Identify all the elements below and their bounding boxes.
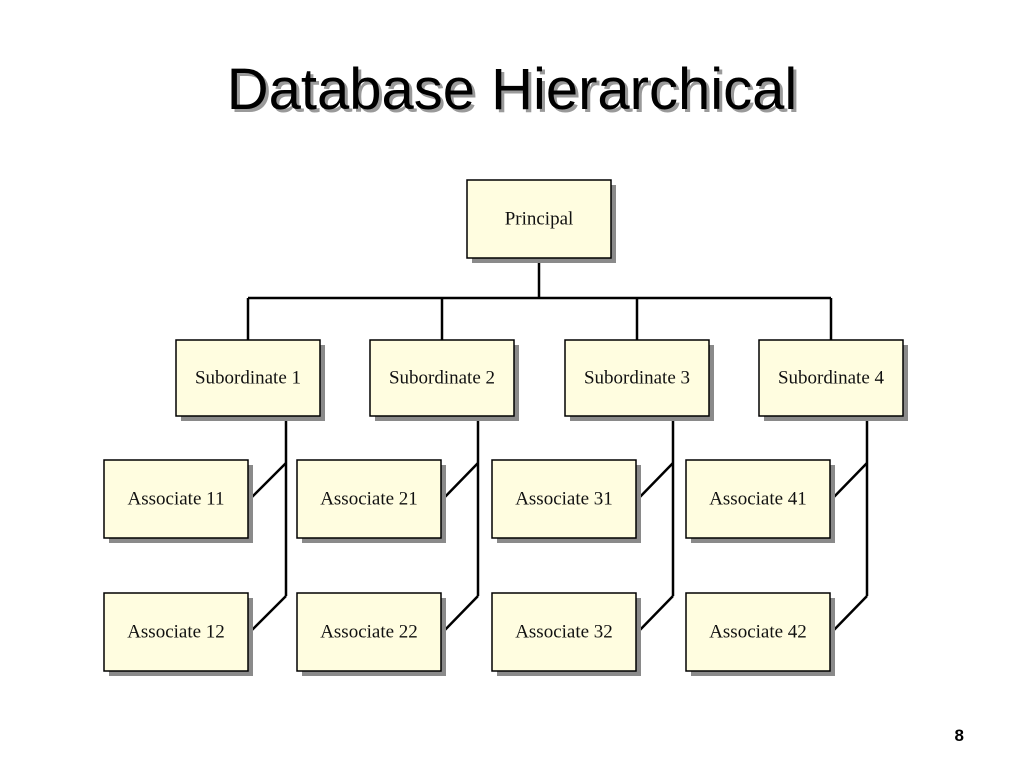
associate-node-12-label: Associate 12 <box>127 622 225 643</box>
branch-line-2-2 <box>440 595 479 635</box>
principal-node: Principal <box>466 179 616 263</box>
associate-node-41-label: Associate 41 <box>709 489 807 510</box>
associate-node-11: Associate 11 <box>103 459 253 543</box>
branch-line-4-1 <box>829 462 868 502</box>
associate-node-42-label: Associate 42 <box>709 622 807 643</box>
associate-node-22-box <box>296 592 442 672</box>
slide-title: Database Hierarchical <box>226 57 798 122</box>
branch-line-3-1 <box>635 462 674 502</box>
associate-node-12: Associate 12 <box>103 592 253 676</box>
subordinate-node-1-label: Subordinate 1 <box>195 368 301 389</box>
diagram-nodes: Associate 11 Associate 12 Subordinate 1 Ass… <box>103 179 908 676</box>
associate-node-41: Associate 41 <box>685 459 835 543</box>
associate-node-31-box <box>491 459 637 539</box>
subordinate-node-2-label: Subordinate 2 <box>389 368 495 389</box>
subordinate-node-2: Subordinate 2 <box>369 339 519 421</box>
associate-node-22-label: Associate 22 <box>320 622 418 643</box>
associate-node-21-box <box>296 459 442 539</box>
branch-line-3-2 <box>635 595 674 635</box>
subordinate-node-2-box <box>369 339 515 417</box>
subordinate-node-1-box <box>175 339 321 417</box>
connector-lines <box>246 258 869 635</box>
associate-node-22: Associate 22 <box>296 592 446 676</box>
principal-node-box <box>466 179 612 259</box>
subordinate-node-3: Subordinate 3 <box>564 339 714 421</box>
branch-line-1-2 <box>247 595 287 635</box>
associate-node-11-label: Associate 11 <box>128 489 225 510</box>
associate-node-12-box <box>103 592 249 672</box>
associate-node-21: Associate 21 <box>296 459 446 543</box>
associate-node-32-box <box>491 592 637 672</box>
subordinate-node-4-box <box>758 339 904 417</box>
subordinate-node-4-label: Subordinate 4 <box>778 368 885 389</box>
branch-line-2-1 <box>440 462 479 502</box>
associate-node-11-box <box>103 459 249 539</box>
subordinate-node-3-label: Subordinate 3 <box>584 368 690 389</box>
associate-node-42-box <box>685 592 831 672</box>
subordinate-node-3-box <box>564 339 710 417</box>
principal-node-label: Principal <box>505 209 574 230</box>
associate-node-42: Associate 42 <box>685 592 835 676</box>
subordinate-node-4: Subordinate 4 <box>758 339 908 421</box>
associate-node-31-label: Associate 31 <box>515 489 613 510</box>
subordinate-node-1: Subordinate 1 <box>175 339 325 421</box>
associate-node-32-label: Associate 32 <box>515 622 613 643</box>
associate-node-32: Associate 32 <box>491 592 641 676</box>
associate-node-31: Associate 31 <box>491 459 641 543</box>
page-number: 8 <box>954 726 964 745</box>
associate-node-21-label: Associate 21 <box>320 489 418 510</box>
branch-line-1-1 <box>247 462 287 502</box>
associate-node-41-box <box>685 459 831 539</box>
branch-line-4-2 <box>829 595 868 635</box>
